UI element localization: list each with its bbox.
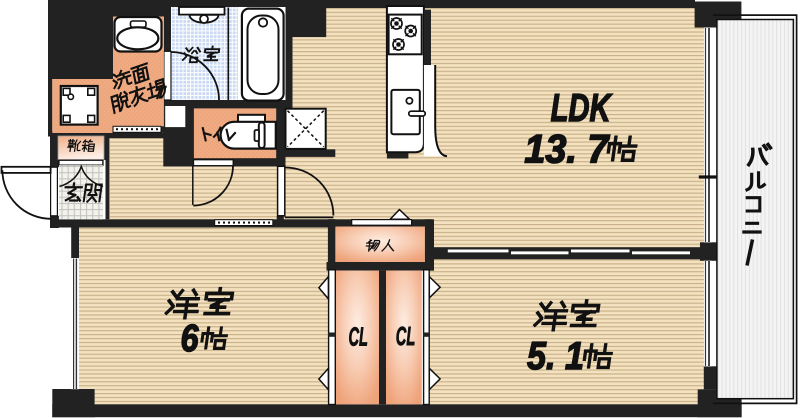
svg-text:CL: CL bbox=[396, 321, 416, 351]
svg-text:CL: CL bbox=[349, 321, 369, 351]
svg-text:LDK: LDK bbox=[551, 87, 613, 130]
svg-text:5. 1: 5. 1 bbox=[527, 335, 584, 378]
svg-text:13. 7: 13. 7 bbox=[524, 127, 610, 171]
svg-text:6: 6 bbox=[181, 318, 200, 360]
